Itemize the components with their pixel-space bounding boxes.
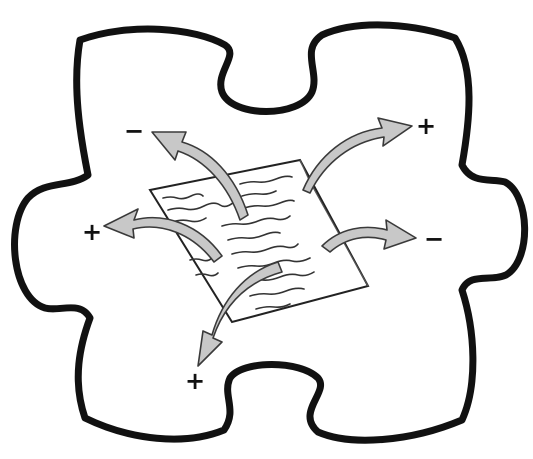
sign-plus-left: +	[82, 218, 102, 246]
sign-minus-upper-left: −	[124, 117, 144, 145]
sign-plus-bottom: +	[185, 367, 205, 395]
sign-minus-right: −	[424, 225, 444, 253]
sign-plus-upper-right: +	[416, 112, 436, 140]
